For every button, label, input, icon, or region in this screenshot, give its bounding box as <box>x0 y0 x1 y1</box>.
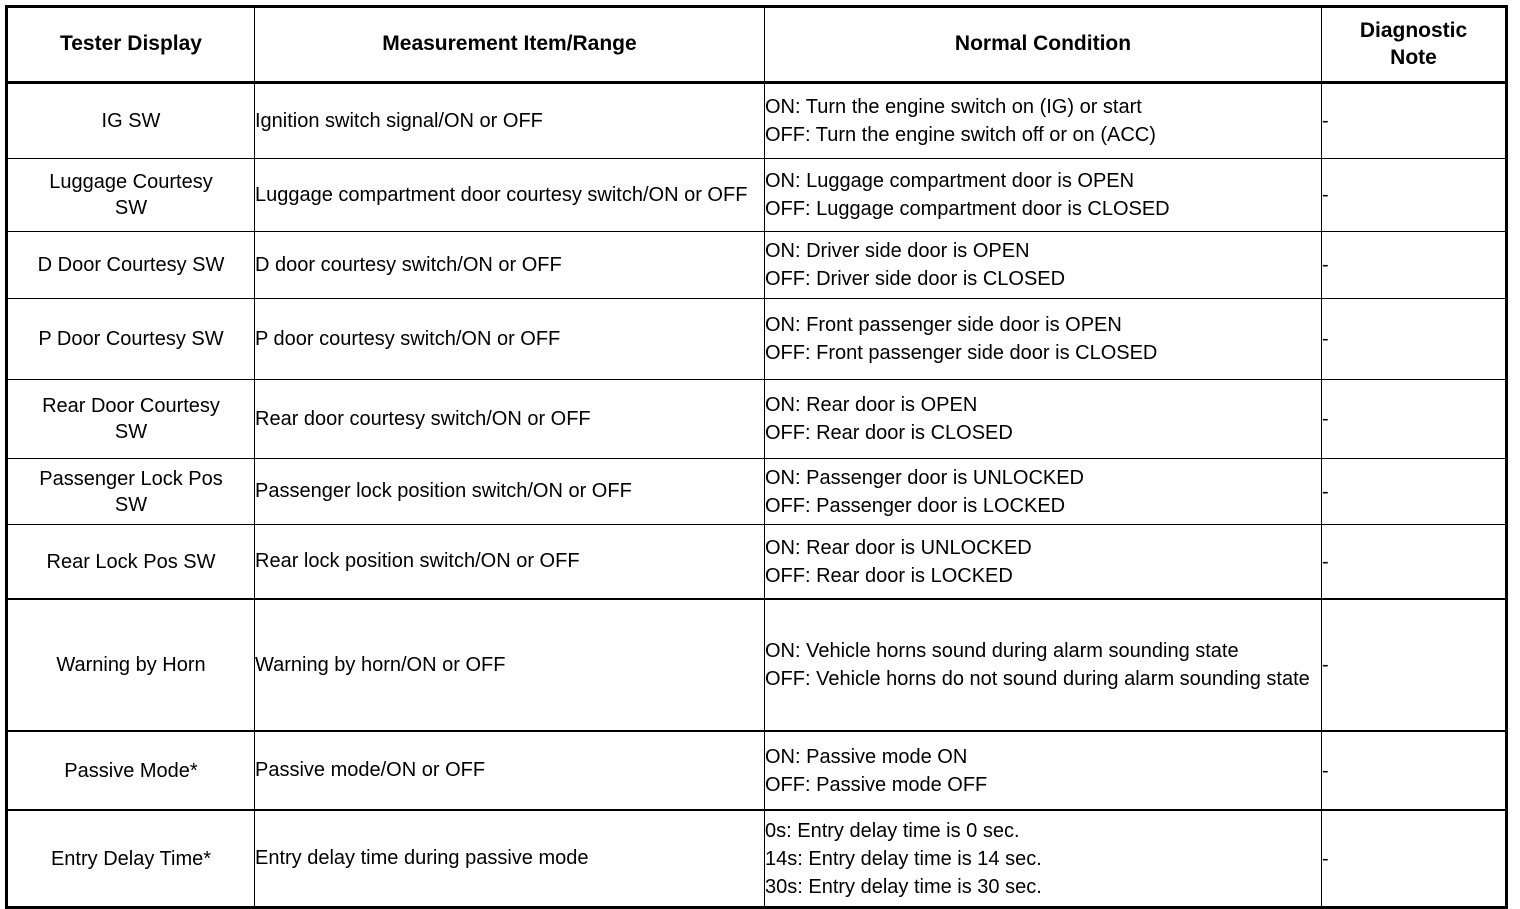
table-row: Entry Delay Time* Entry delay time durin… <box>5 809 1508 909</box>
table-row: Warning by Horn Warning by horn/ON or OF… <box>5 598 1508 732</box>
cell-measurement-item-range: Warning by horn/ON or OFF <box>254 598 765 732</box>
cell-measurement-item-range: Luggage compartment door courtesy switch… <box>254 158 765 232</box>
cell-measurement-item-range: Rear lock position switch/ON or OFF <box>254 524 765 600</box>
column-header-measurement-item-range: Measurement Item/Range <box>254 5 765 84</box>
column-header-normal-condition: Normal Condition <box>764 5 1322 84</box>
tester-display-line: SW <box>114 421 148 443</box>
cell-normal-condition: ON: Luggage compartment door is OPEN OFF… <box>764 158 1322 232</box>
table-row: IG SW Ignition switch signal/ON or OFF O… <box>5 82 1508 159</box>
cell-normal-condition: ON: Passive mode ON OFF: Passive mode OF… <box>764 730 1322 811</box>
cell-measurement-item-range: Passenger lock position switch/ON or OFF <box>254 458 765 525</box>
table-row: Rear Lock Pos SW Rear lock position swit… <box>5 524 1508 600</box>
tester-display-line: Luggage Courtesy <box>49 171 213 193</box>
cell-diagnostic-note: - <box>1321 82 1508 159</box>
cell-normal-condition: ON: Rear door is UNLOCKED OFF: Rear door… <box>764 524 1322 600</box>
cell-normal-condition: ON: Front passenger side door is OPEN OF… <box>764 298 1322 380</box>
cell-tester-display: P Door Courtesy SW <box>5 298 255 380</box>
normal-condition-line: OFF: Rear door is CLOSED <box>765 422 1013 444</box>
normal-condition-line: OFF: Vehicle horns do not sound during a… <box>765 668 1310 690</box>
measurement-item-text: Luggage compartment door courtesy switch… <box>255 183 748 206</box>
cell-measurement-item-range: Passive mode/ON or OFF <box>254 730 765 811</box>
table-row: D Door Courtesy SW D door courtesy switc… <box>5 231 1508 299</box>
cell-diagnostic-note: - <box>1321 598 1508 732</box>
cell-tester-display: Entry Delay Time* <box>5 809 255 909</box>
normal-condition-line: OFF: Driver side door is CLOSED <box>765 268 1066 290</box>
cell-normal-condition: ON: Driver side door is OPEN OFF: Driver… <box>764 231 1322 299</box>
cell-measurement-item-range: Ignition switch signal/ON or OFF <box>254 82 765 159</box>
table-header-row: Tester Display Measurement Item/Range No… <box>5 5 1508 84</box>
cell-diagnostic-note: - <box>1321 524 1508 600</box>
cell-tester-display: Rear Lock Pos SW <box>5 524 255 600</box>
table-header: Tester Display Measurement Item/Range No… <box>5 5 1508 84</box>
table-row: Passenger Lock Pos SW Passenger lock pos… <box>5 458 1508 525</box>
tester-display-data-table: Tester Display Measurement Item/Range No… <box>5 5 1508 909</box>
cell-normal-condition: ON: Rear door is OPEN OFF: Rear door is … <box>764 379 1322 459</box>
normal-condition-line: OFF: Passenger door is LOCKED <box>765 494 1066 517</box>
cell-tester-display: IG SW <box>5 82 255 159</box>
normal-condition-line: ON: Turn the engine switch on (IG) or st… <box>765 96 1142 118</box>
tester-display-line: Rear Door Courtesy <box>42 395 220 417</box>
normal-condition-line: 14s: Entry delay time is 14 sec. <box>765 847 1042 870</box>
column-header-diagnostic-note-line-2: Note <box>1390 45 1437 69</box>
cell-diagnostic-note: - <box>1321 158 1508 232</box>
cell-tester-display: D Door Courtesy SW <box>5 231 255 299</box>
normal-condition-line: ON: Rear door is OPEN <box>765 394 978 416</box>
normal-condition-line: OFF: Turn the engine switch off or on (A… <box>765 124 1156 146</box>
table-body: IG SW Ignition switch signal/ON or OFF O… <box>5 82 1508 909</box>
normal-condition-line: ON: Passive mode ON <box>765 745 968 768</box>
table-row: Passive Mode* Passive mode/ON or OFF ON:… <box>5 730 1508 811</box>
normal-condition-line: ON: Rear door is UNLOCKED <box>765 536 1032 559</box>
normal-condition-line: 30s: Entry delay time is 30 sec. <box>765 875 1042 898</box>
cell-tester-display: Passenger Lock Pos SW <box>5 458 255 525</box>
table-row: Rear Door Courtesy SW Rear door courtesy… <box>5 379 1508 459</box>
cell-diagnostic-note: - <box>1321 730 1508 811</box>
cell-diagnostic-note: - <box>1321 458 1508 525</box>
cell-measurement-item-range: Entry delay time during passive mode <box>254 809 765 909</box>
cell-measurement-item-range: Rear door courtesy switch/ON or OFF <box>254 379 765 459</box>
tester-display-line: Passenger Lock Pos <box>39 467 223 490</box>
cell-normal-condition: ON: Vehicle horns sound during alarm sou… <box>764 598 1322 732</box>
column-header-tester-display: Tester Display <box>5 5 255 84</box>
cell-diagnostic-note: - <box>1321 231 1508 299</box>
normal-condition-line: OFF: Luggage compartment door is CLOSED <box>765 198 1170 220</box>
cell-diagnostic-note: - <box>1321 809 1508 909</box>
tester-display-line: SW <box>114 197 148 219</box>
normal-condition-line: OFF: Passive mode OFF <box>765 773 988 796</box>
cell-diagnostic-note: - <box>1321 298 1508 380</box>
normal-condition-line: ON: Front passenger side door is OPEN <box>765 314 1122 336</box>
normal-condition-line: ON: Passenger door is UNLOCKED <box>765 466 1085 489</box>
cell-measurement-item-range: P door courtesy switch/ON or OFF <box>254 298 765 380</box>
table-row: Luggage Courtesy SW Luggage compartment … <box>5 158 1508 232</box>
cell-normal-condition: ON: Passenger door is UNLOCKED OFF: Pass… <box>764 458 1322 525</box>
column-header-diagnostic-note: Diagnostic Note <box>1321 5 1508 84</box>
cell-tester-display: Rear Door Courtesy SW <box>5 379 255 459</box>
cell-tester-display: Luggage Courtesy SW <box>5 158 255 232</box>
normal-condition-line: ON: Driver side door is OPEN <box>765 240 1030 262</box>
cell-normal-condition: 0s: Entry delay time is 0 sec. 14s: Entr… <box>764 809 1322 909</box>
normal-condition-line: ON: Luggage compartment door is OPEN <box>765 170 1135 192</box>
cell-tester-display: Passive Mode* <box>5 730 255 811</box>
normal-condition-line: OFF: Front passenger side door is CLOSED <box>765 342 1158 364</box>
cell-diagnostic-note: - <box>1321 379 1508 459</box>
table-row: P Door Courtesy SW P door courtesy switc… <box>5 298 1508 380</box>
cell-normal-condition: ON: Turn the engine switch on (IG) or st… <box>764 82 1322 159</box>
normal-condition-line: ON: Vehicle horns sound during alarm sou… <box>765 640 1239 662</box>
cell-tester-display: Warning by Horn <box>5 598 255 732</box>
column-header-diagnostic-note-line-1: Diagnostic <box>1359 19 1468 43</box>
cell-measurement-item-range: D door courtesy switch/ON or OFF <box>254 231 765 299</box>
normal-condition-line: OFF: Rear door is LOCKED <box>765 564 1013 587</box>
tester-display-line: SW <box>114 493 148 516</box>
normal-condition-line: 0s: Entry delay time is 0 sec. <box>765 819 1020 842</box>
